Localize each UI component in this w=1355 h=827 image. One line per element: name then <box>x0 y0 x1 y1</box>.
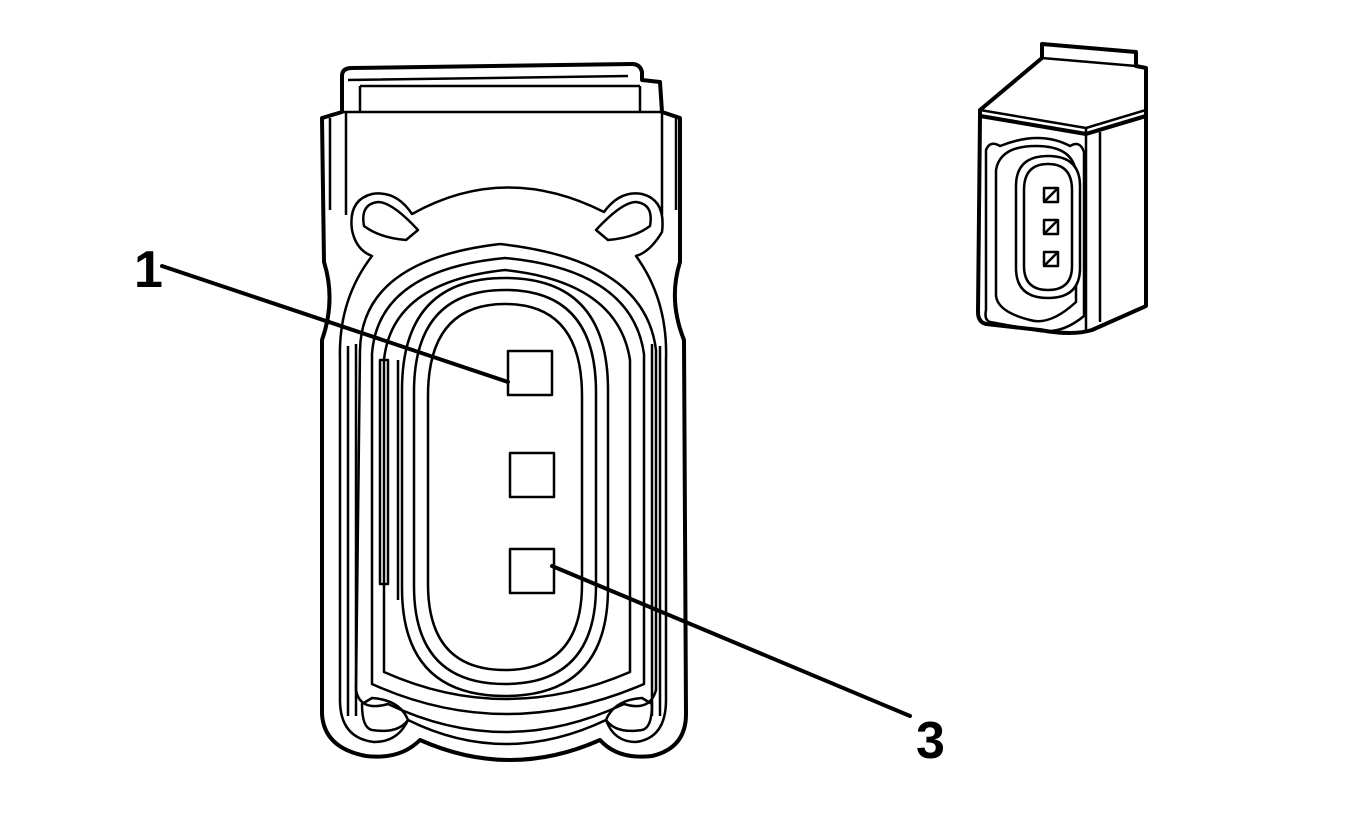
seal-lobe-bottom-right <box>604 696 654 733</box>
perspective-seal-frame <box>984 136 1086 333</box>
seal-groove-1 <box>354 242 658 734</box>
seal-groove-2 <box>370 256 646 716</box>
callout-3-leader <box>550 564 912 718</box>
keying-rail-left <box>346 344 400 716</box>
terminal-pin-1 <box>506 349 554 397</box>
callout-1-leader <box>160 264 510 384</box>
latch-top-detail <box>342 74 662 114</box>
perspective-latch-edges <box>979 44 1147 134</box>
perspective-seal-inner <box>994 144 1078 323</box>
terminal-pin-2 <box>508 451 556 499</box>
seal-groove-3 <box>382 268 632 701</box>
perspective-terminal-3-slash <box>1043 251 1059 267</box>
perspective-body-edge <box>1084 132 1102 330</box>
seal-ring-outer <box>338 186 668 746</box>
seal-lobe-top-right <box>594 200 652 242</box>
terminal-cavity-core <box>426 302 584 672</box>
keying-rail-right <box>650 344 662 716</box>
connector-face-view-icon <box>320 62 688 762</box>
seal-lobe-bottom-left <box>360 696 410 733</box>
perspective-terminal-2-slash <box>1043 219 1059 235</box>
connector-perspective-view-icon <box>976 42 1148 335</box>
perspective-terminal-1-slash <box>1043 187 1059 203</box>
perspective-terminal-cavity-rim <box>1022 162 1074 292</box>
seal-lobe-top-left <box>362 200 420 242</box>
latch-side-detail <box>328 112 678 215</box>
callout-3-label: 3 <box>916 712 945 770</box>
connector-housing-outline <box>320 62 688 762</box>
terminal-pin-3 <box>508 547 556 595</box>
callout-1-label: 1 <box>134 241 163 299</box>
